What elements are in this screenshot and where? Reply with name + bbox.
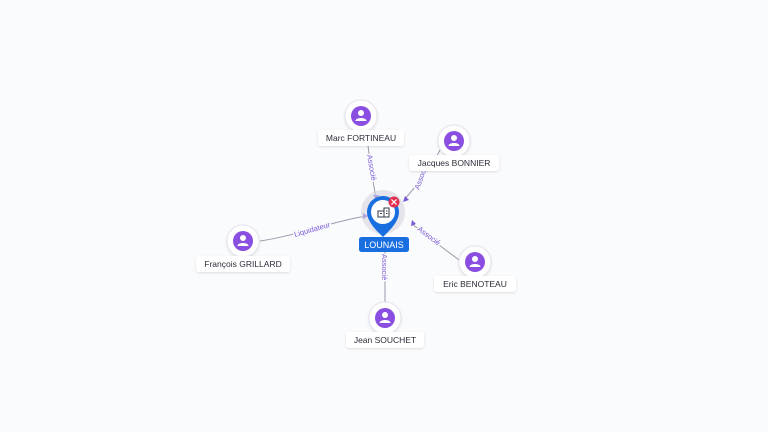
person-icon	[469, 256, 481, 267]
close-icon[interactable]	[388, 196, 400, 208]
node-label-jacques: Jacques BONNIER	[418, 158, 491, 168]
node-label-eric: Eric BENOTEAU	[443, 279, 507, 289]
arrow-icon	[411, 220, 416, 226]
arrow-icon	[403, 196, 409, 202]
edge-eric[interactable]: Associé	[411, 220, 463, 263]
node-jean[interactable]: Jean SOUCHET	[346, 301, 424, 348]
node-marc[interactable]: Marc FORTINEAU	[318, 99, 404, 146]
node-label-francois: François GRILLARD	[204, 259, 281, 269]
node-francois[interactable]: François GRILLARD	[196, 224, 290, 272]
person-icon	[379, 312, 391, 323]
building-icon	[377, 207, 390, 218]
center-node[interactable]: LOUNAIS	[359, 190, 409, 252]
center-label: LOUNAIS	[364, 240, 404, 250]
edge-label-eric: Associé	[416, 224, 442, 247]
node-label-marc: Marc FORTINEAU	[326, 133, 396, 143]
person-icon	[448, 135, 460, 146]
edge-jean[interactable]: Associé	[379, 242, 391, 305]
node-label-jean: Jean SOUCHET	[354, 335, 416, 345]
edge-label-jean: Associé	[380, 254, 389, 280]
node-jacques[interactable]: Jacques BONNIER	[409, 124, 499, 171]
edge-label-marc: Associé	[365, 154, 378, 181]
edge-francois[interactable]: Liquidateur	[259, 213, 368, 242]
node-eric[interactable]: Eric BENOTEAU	[434, 245, 516, 292]
person-icon	[237, 235, 249, 246]
edge-label-francois: Liquidateur	[293, 220, 332, 239]
person-icon	[355, 110, 367, 121]
